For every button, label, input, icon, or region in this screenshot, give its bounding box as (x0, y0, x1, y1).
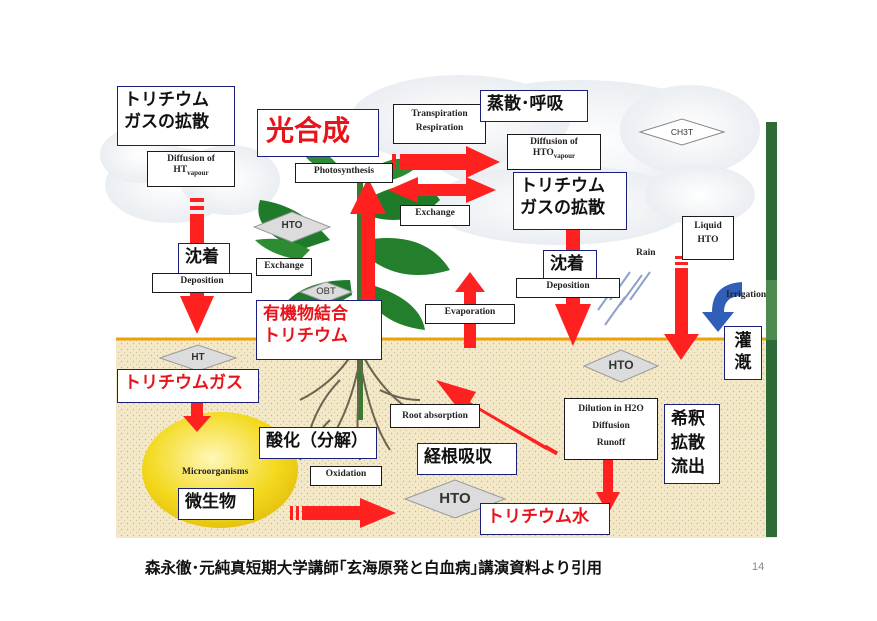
vapour-subscript: vapour (187, 168, 209, 177)
obt-label: OBT (316, 286, 336, 297)
arrow-exchange-shaft (416, 184, 468, 196)
arrow-root-dash (543, 444, 559, 456)
microorganisms-label: Microorganisms (182, 467, 249, 477)
hto-bottom-label: HTO (439, 490, 471, 507)
microbes-jp-label: 微生物 (178, 488, 254, 520)
dilution-label: Dilution in H2O Diffusion Runoff (564, 398, 658, 460)
arrow-liq-dash-1 (675, 256, 688, 259)
hto-leaf-diamond (252, 211, 332, 243)
exchange-mid-label: Exchange (400, 205, 470, 226)
diffusion-ht-vapour-label: Diffusion of HTvapour (147, 151, 235, 187)
arrow-ht-dash-2 (190, 206, 204, 210)
dilution-jp-label: 希釈 拡散 流出 (664, 404, 720, 484)
arrow-transp-shaft (400, 154, 468, 170)
irrigation-jp-label: 灌 漑 (724, 326, 762, 380)
diffusion-ht-text: Diffusion of HT (167, 154, 215, 175)
tritium-gas-diffusion-right-label: トリチウム ガスの拡散 (513, 172, 627, 230)
root-absorption-jp-label: 経根吸収 (417, 443, 517, 475)
organic-tritium-label: 有機物結合 トリチウム (256, 300, 382, 360)
arrow-root-diag (436, 380, 548, 450)
deposition-jp-left-label: 沈着 (178, 243, 230, 275)
arrow-exchange-head-l (388, 177, 418, 203)
ch3t-diamond (638, 118, 726, 146)
arrow-photo-shaft (361, 212, 375, 304)
diffusion-hto-text: Diffusion of HTO (530, 137, 578, 158)
arrow-ht-dash-1 (190, 198, 204, 202)
tritium-gas-diffusion-left-label: トリチウム ガスの拡散 (117, 86, 235, 146)
arrow-bottom-dash-2 (296, 506, 299, 520)
hto-leaf-label: HTO (281, 220, 303, 231)
tritium-water-label: トリチウム水 (480, 503, 610, 535)
irrigation-arrow (702, 282, 742, 332)
root-absorption-label: Root absorption (390, 404, 480, 428)
page-number: 14 (752, 561, 765, 573)
source-caption: 森永徹･元純真短期大学講師｢玄海原発と白血病｣講演資料より引用 (145, 559, 602, 577)
hto-vapour-subscript: vapour (553, 151, 576, 160)
photosynthesis-jp-label: 光合成 (257, 109, 379, 157)
arrow-evap-head (455, 272, 485, 292)
deposition-en-right-label: Deposition (516, 278, 620, 298)
oxidation-en-label: Oxidation (310, 466, 382, 486)
ch3t-label: CH3T (670, 127, 694, 137)
oxidation-jp-label: 酸化（分解） (259, 427, 377, 459)
ht-label: HT (191, 352, 205, 363)
diffusion-hto-vapour-label: Diffusion of HTOvapour (507, 134, 601, 170)
arrow-photo-head (350, 178, 386, 214)
ht-soil-diamond (158, 344, 238, 372)
arrow-dilution-shaft (603, 460, 613, 494)
rain-label: Rain (636, 248, 656, 258)
photosynthesis-en-label: Photosynthesis (295, 163, 393, 183)
deposition-en-left-label: Deposition (152, 273, 252, 293)
obt-diamond (298, 281, 354, 303)
arrow-microbe-head (183, 416, 211, 432)
arrow-dep-r-head (555, 304, 591, 346)
hto-soil-diamond (582, 349, 660, 383)
arrow-bottom-dash-1 (290, 506, 293, 520)
transpiration-jp-label: 蒸散･呼吸 (480, 90, 588, 122)
arrow-transp-dash (392, 154, 396, 170)
arrow-bottom-shaft (302, 506, 362, 520)
arrow-exchange-head-r (466, 177, 496, 203)
arrow-liq-shaft (675, 268, 688, 336)
arrow-microbe-shaft (191, 402, 203, 416)
arrow-transp-head (466, 146, 500, 178)
evaporation-label: Evaporation (425, 304, 515, 324)
hto-soil-label: HTO (608, 358, 634, 372)
tritium-gas-label: トリチウムガス (117, 369, 259, 403)
arrow-liq-head (664, 334, 699, 360)
irrigation-en-label: Irrigation (726, 290, 767, 300)
exchange-leaf-label: Exchange (256, 258, 312, 276)
arrow-liq-dash-2 (675, 262, 688, 265)
arrow-bottom-head (360, 498, 396, 528)
liquid-hto-label: Liquid HTO (682, 216, 734, 260)
arrow-ht-head (180, 296, 214, 334)
transpiration-respiration-label: Transpiration Respiration (393, 104, 486, 144)
